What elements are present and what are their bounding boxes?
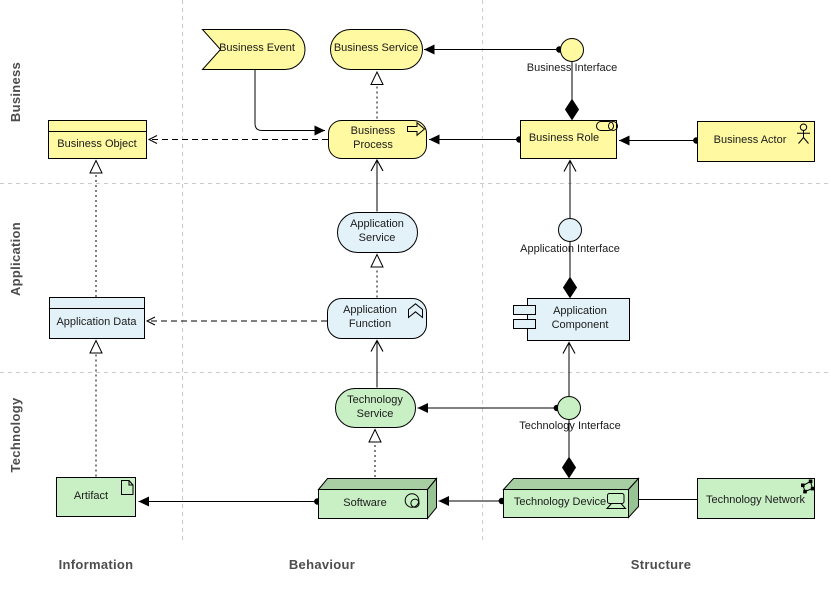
node-software[interactable] (317, 477, 438, 520)
component-tab-icon (513, 305, 536, 315)
device-screen-icon (605, 493, 627, 509)
node-artifact[interactable] (56, 477, 136, 517)
software-top-face (317, 478, 438, 490)
role-icon (596, 121, 618, 131)
device-top-face (502, 478, 640, 490)
network-icon (801, 479, 815, 494)
process-arrow-icon (407, 121, 426, 137)
node-technology-service[interactable] (335, 388, 416, 428)
node-business-actor[interactable] (697, 121, 815, 162)
node-application-component[interactable] (527, 298, 630, 341)
node-application-function[interactable] (327, 298, 427, 339)
rel-triggering-event-to-process[interactable] (254, 69, 325, 136)
node-business-role[interactable] (520, 120, 617, 159)
node-technology-interface[interactable] (557, 396, 581, 420)
relationships (96, 44, 700, 507)
node-business-object[interactable] (48, 120, 147, 159)
actor-icon (797, 123, 810, 144)
framework-grid (0, 0, 831, 542)
node-technology-device[interactable] (502, 477, 640, 519)
node-business-event[interactable] (201, 29, 306, 70)
node-technology-network[interactable] (697, 478, 815, 519)
function-chevron-icon (408, 303, 423, 319)
node-business-interface[interactable] (560, 38, 584, 62)
component-tab-icon (513, 319, 536, 329)
node-application-data[interactable] (49, 297, 145, 339)
artifact-page-icon (121, 480, 134, 495)
node-business-service[interactable] (330, 29, 423, 70)
node-application-service[interactable] (337, 212, 418, 253)
node-application-interface[interactable] (558, 218, 582, 242)
node-business-process[interactable] (328, 120, 427, 159)
system-software-icon (404, 493, 420, 508)
